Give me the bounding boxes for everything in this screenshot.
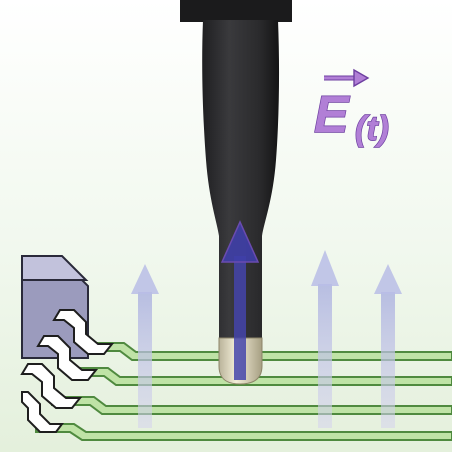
ic-lead-3 [20,363,83,409]
probe-body [202,20,280,340]
field-argument: (t) [355,110,389,148]
field-symbol: E [314,86,350,144]
ic-lead-1 [52,309,115,355]
field-up-arrow-icon [374,264,402,428]
ic-package [20,255,115,433]
vector-arrow-icon [324,68,370,88]
field-arrows [131,250,402,428]
field-up-arrow-icon [131,264,159,428]
ic-lead-2 [36,335,99,381]
probe-up-arrow-icon [220,220,260,380]
field-up-arrow-icon [311,250,339,428]
field-label: E (t) [313,68,390,149]
ic-lead-4 [21,391,64,433]
probe-cable [180,0,292,22]
